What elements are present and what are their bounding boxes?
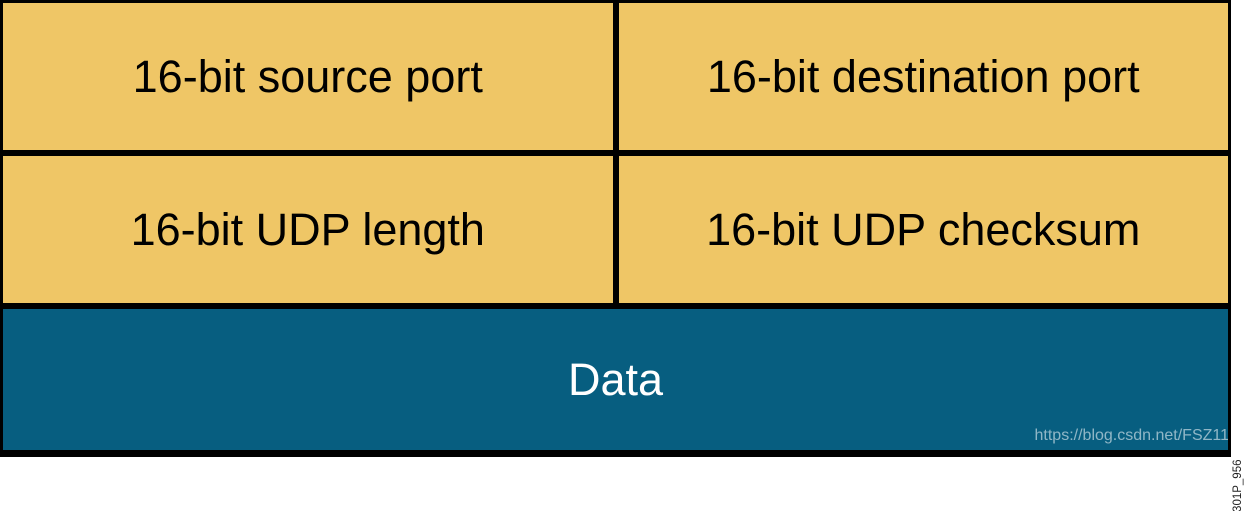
field-destination-port-label: 16-bit destination port — [706, 51, 1140, 102]
data-section: Data https://blog.csdn.net/FSZ11 — [3, 309, 1228, 450]
field-udp-length: 16-bit UDP length — [3, 156, 613, 303]
watermark-url: https://blog.csdn.net/FSZ11 — [1034, 427, 1228, 445]
data-section-label: Data — [567, 354, 664, 405]
field-udp-checksum-label: 16-bit UDP checksum — [706, 204, 1141, 255]
field-source-port-label: 16-bit source port — [132, 51, 483, 102]
vertical-code-label: 301P_956 — [1231, 459, 1244, 511]
udp-header-diagram: 16-bit source port 16-bit destination po… — [0, 0, 1231, 457]
field-source-port: 16-bit source port — [3, 3, 613, 150]
field-destination-port: 16-bit destination port — [618, 3, 1228, 150]
field-udp-length-label: 16-bit UDP length — [130, 204, 485, 255]
field-udp-checksum: 16-bit UDP checksum — [618, 156, 1228, 303]
